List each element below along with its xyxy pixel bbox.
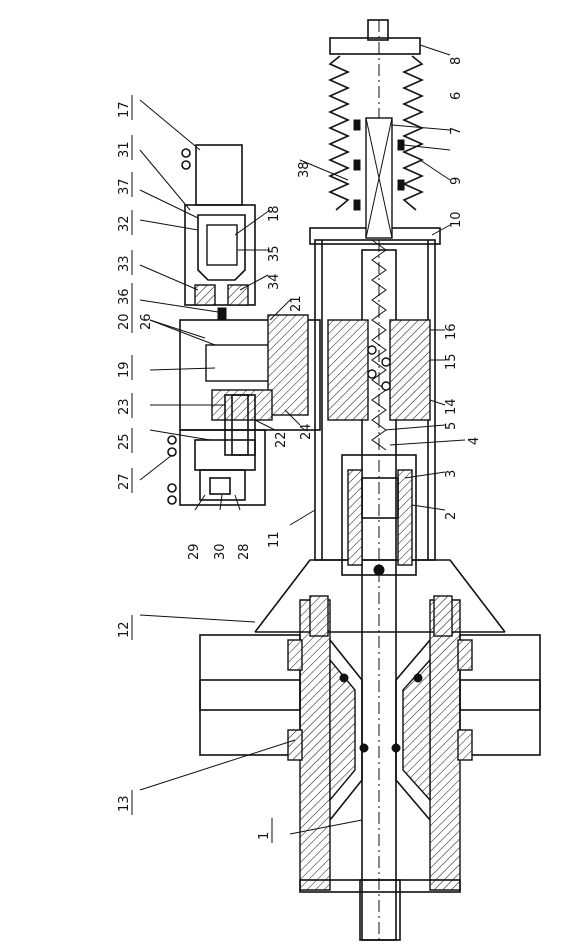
- bellows-assembly: [328, 19, 424, 239]
- coupling-block: [341, 454, 417, 576]
- label-4: 4: [467, 437, 482, 445]
- label-2: 2: [444, 512, 459, 520]
- label-5: 5: [444, 422, 459, 430]
- label-17: 17: [117, 101, 132, 118]
- ball-nut: [327, 319, 431, 421]
- lead-screw: [371, 239, 387, 451]
- label-31: 31: [117, 141, 132, 158]
- label-35: 35: [267, 245, 282, 262]
- label-20: 20: [117, 313, 132, 330]
- lower-housing: [299, 599, 461, 893]
- label-26: 26: [139, 313, 154, 330]
- label-21: 21: [289, 295, 304, 312]
- label-12: 12: [117, 621, 132, 638]
- actuator-unit: [184, 144, 256, 321]
- label-14: 14: [444, 398, 459, 415]
- electrical-terminals: [167, 148, 191, 505]
- label-16: 16: [444, 323, 459, 340]
- label-22: 22: [274, 431, 289, 448]
- label-13: 13: [117, 795, 132, 812]
- label-36: 36: [117, 288, 132, 305]
- part-labels: 1 2 3 4 5 6 7 8 9 10 11 12 13 14 15 16 1…: [117, 57, 482, 840]
- label-9: 9: [449, 177, 464, 185]
- machine-frame: [199, 634, 541, 761]
- label-30: 30: [213, 543, 228, 560]
- label-19: 19: [117, 361, 132, 378]
- label-27: 27: [117, 473, 132, 490]
- label-11: 11: [267, 531, 282, 548]
- label-7: 7: [449, 127, 464, 135]
- label-1: 1: [257, 832, 272, 840]
- label-8: 8: [449, 57, 464, 65]
- label-24: 24: [299, 423, 314, 440]
- label-6: 6: [449, 92, 464, 100]
- label-38: 38: [297, 161, 312, 178]
- label-15: 15: [444, 353, 459, 370]
- label-34: 34: [267, 273, 282, 290]
- label-10: 10: [449, 211, 464, 228]
- label-32: 32: [117, 215, 132, 232]
- label-18: 18: [267, 205, 282, 222]
- conical-adapter: [254, 559, 506, 637]
- label-underlines: [131, 95, 273, 843]
- terminal-block: [179, 429, 266, 506]
- leader-lines: [139, 44, 466, 835]
- label-33: 33: [117, 255, 132, 272]
- label-25: 25: [117, 433, 132, 450]
- label-28: 28: [237, 543, 252, 560]
- label-37: 37: [117, 178, 132, 195]
- label-29: 29: [187, 543, 202, 560]
- label-23: 23: [117, 398, 132, 415]
- label-3: 3: [444, 470, 459, 478]
